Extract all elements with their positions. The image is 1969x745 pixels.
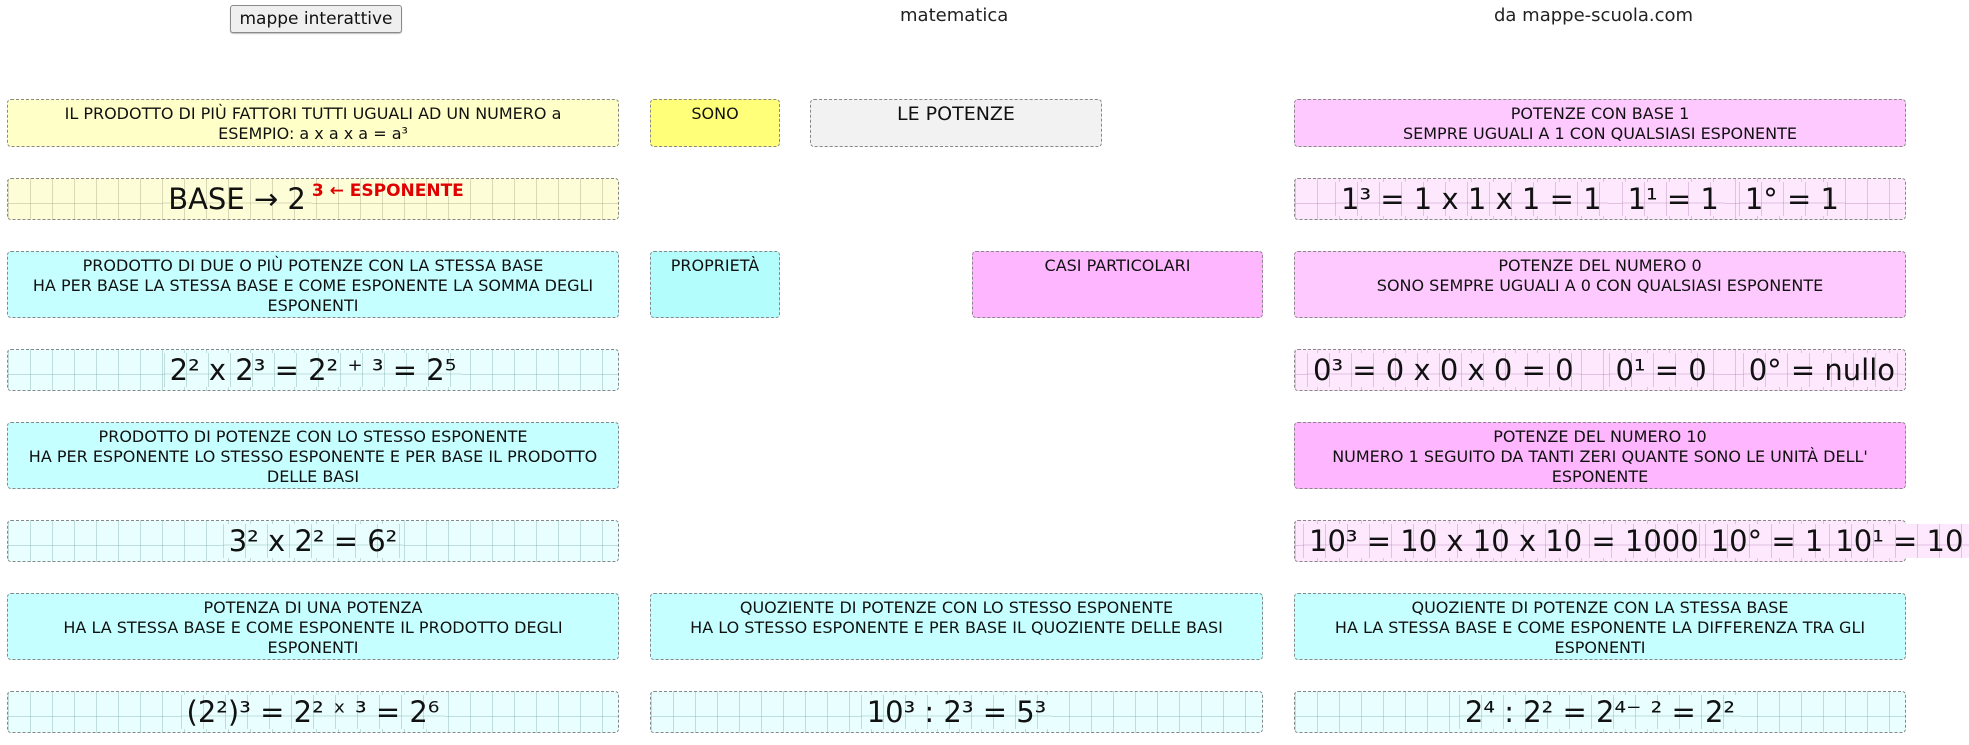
power-of-power-rule-box: POTENZA DI UNA POTENZA HA LA STESSA BASE…: [7, 593, 619, 660]
power-of-power-formula: (2²)³ = 2² ˣ ³ = 2⁶: [181, 695, 446, 729]
mappe-interattive-button[interactable]: mappe interattive: [230, 5, 402, 33]
subject-label: matematica: [900, 5, 1009, 26]
base-label: BASE → 2: [162, 182, 312, 216]
zero-title: POTENZE DEL NUMERO 0: [1498, 256, 1702, 275]
base-one-formula-1: 1³ = 1 x 1 x 1 = 1: [1335, 182, 1608, 216]
proprieta-label: PROPRIETÀ: [670, 256, 760, 275]
base-one-formula-box: 1³ = 1 x 1 x 1 = 1 1¹ = 1 1° = 1: [1294, 178, 1906, 220]
same-exponent-text: HA PER ESPONENTE LO STESSO ESPONENTE E P…: [28, 447, 598, 486]
definition-box: IL PRODOTTO DI PIÙ FATTORI TUTTI UGUALI …: [7, 99, 619, 147]
same-base-rule-box: PRODOTTO DI DUE O PIÙ POTENZE CON LA STE…: [7, 251, 619, 318]
same-base-formula: 2² x 2³ = 2² ⁺ ³ = 2⁵: [164, 353, 463, 387]
casi-particolari-label: CASI PARTICOLARI: [1044, 256, 1191, 275]
base-one-title: POTENZE CON BASE 1: [1510, 104, 1690, 123]
ten-title: POTENZE DEL NUMERO 10: [1493, 427, 1707, 446]
sono-box: SONO: [650, 99, 780, 147]
definition-line-2: ESEMPIO: a x a x a = a³: [218, 124, 408, 143]
zero-formula-box: 0³ = 0 x 0 x 0 = 0 0¹ = 0 0° = nullo: [1294, 349, 1906, 391]
base-one-rule-box: POTENZE CON BASE 1 SEMPRE UGUALI A 1 CON…: [1294, 99, 1906, 147]
ten-formula-3: 10¹ = 10: [1829, 524, 1969, 558]
quotient-same-exponent-text: HA LO STESSO ESPONENTE E PER BASE IL QUO…: [690, 618, 1223, 637]
quotient-same-base-text: HA LA STESSA BASE E COME ESPONENTE LA DI…: [1334, 618, 1866, 657]
ten-rule-box: POTENZE DEL NUMERO 10 NUMERO 1 SEGUITO D…: [1294, 422, 1906, 489]
same-exponent-rule-box: PRODOTTO DI POTENZE CON LO STESSO ESPONE…: [7, 422, 619, 489]
zero-formula-3: 0° = nullo: [1743, 353, 1901, 387]
quotient-same-exponent-rule-box: QUOZIENTE DI POTENZE CON LO STESSO ESPON…: [650, 593, 1263, 660]
same-exponent-formula-box: 3² x 2² = 6²: [7, 520, 619, 562]
same-base-text: HA PER BASE LA STESSA BASE E COME ESPONE…: [32, 276, 594, 315]
power-of-power-text: HA LA STESSA BASE E COME ESPONENTE IL PR…: [63, 618, 563, 657]
definition-line-1: IL PRODOTTO DI PIÙ FATTORI TUTTI UGUALI …: [64, 104, 562, 123]
le-potenze-box: LE POTENZE: [810, 99, 1102, 147]
source-label: da mappe-scuola.com: [1494, 5, 1694, 26]
quotient-same-exponent-formula-box: 10³ : 2³ = 5³: [650, 691, 1263, 733]
ten-text: NUMERO 1 SEGUITO DA TANTI ZERI QUANTE SO…: [1332, 447, 1868, 486]
zero-formula-1: 0³ = 0 x 0 x 0 = 0: [1307, 353, 1580, 387]
base-one-formula-3: 1° = 1: [1739, 182, 1845, 216]
same-exponent-title: PRODOTTO DI POTENZE CON LO STESSO ESPONE…: [98, 427, 528, 446]
same-base-title: PRODOTTO DI DUE O PIÙ POTENZE CON LA STE…: [82, 256, 544, 275]
power-of-power-formula-box: (2²)³ = 2² ˣ ³ = 2⁶: [7, 691, 619, 733]
zero-rule-box: POTENZE DEL NUMERO 0 SONO SEMPRE UGUALI …: [1294, 251, 1906, 318]
proprieta-box: PROPRIETÀ: [650, 251, 780, 318]
quotient-same-exponent-title: QUOZIENTE DI POTENZE CON LO STESSO ESPON…: [739, 598, 1174, 617]
base-one-text: SEMPRE UGUALI A 1 CON QUALSIASI ESPONENT…: [1402, 124, 1797, 143]
quotient-same-exponent-formula: 10³ : 2³ = 5³: [861, 695, 1053, 729]
same-base-formula-box: 2² x 2³ = 2² ⁺ ³ = 2⁵: [7, 349, 619, 391]
quotient-same-base-formula: 2⁴ : 2² = 2⁴⁻ ² = 2²: [1459, 695, 1741, 729]
zero-formula-2: 0¹ = 0: [1609, 353, 1712, 387]
casi-particolari-box: CASI PARTICOLARI: [972, 251, 1263, 318]
base-one-formula-2: 1¹ = 1: [1622, 182, 1725, 216]
ten-formula-box: 10³ = 10 x 10 x 10 = 1000 10° = 1 10¹ = …: [1294, 520, 1963, 562]
quotient-same-base-title: QUOZIENTE DI POTENZE CON LA STESSA BASE: [1411, 598, 1789, 617]
quotient-same-base-formula-box: 2⁴ : 2² = 2⁴⁻ ² = 2²: [1294, 691, 1906, 733]
page-title: LE POTENZE: [897, 103, 1015, 125]
zero-text: SONO SEMPRE UGUALI A 0 CON QUALSIASI ESP…: [1376, 276, 1824, 295]
exponent-label: 3 ← ESPONENTE: [311, 181, 464, 201]
same-exponent-formula: 3² x 2² = 6²: [223, 524, 404, 558]
ten-formula-1: 10³ = 10 x 10 x 10 = 1000: [1303, 524, 1705, 558]
power-of-power-title: POTENZA DI UNA POTENZA: [203, 598, 423, 617]
ten-formula-2: 10° = 1: [1705, 524, 1830, 558]
base-exponent-example: BASE → 2 3 ← ESPONENTE: [7, 178, 619, 220]
sono-label: SONO: [691, 104, 739, 123]
quotient-same-base-rule-box: QUOZIENTE DI POTENZE CON LA STESSA BASE …: [1294, 593, 1906, 660]
